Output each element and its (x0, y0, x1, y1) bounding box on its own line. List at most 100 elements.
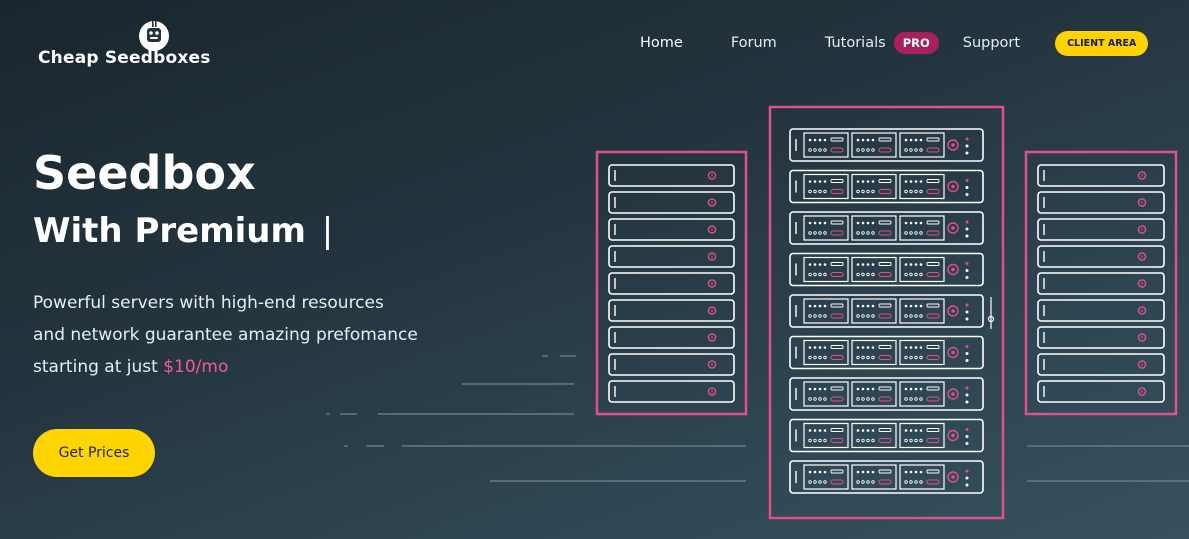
status-led (823, 189, 827, 194)
drive-bay (899, 464, 945, 490)
status-led (871, 429, 875, 432)
status-led (871, 272, 875, 277)
power-button-icon (707, 171, 717, 180)
status-led (823, 429, 827, 432)
status-led (813, 138, 817, 142)
status-led (909, 346, 913, 349)
power-button-icon (1137, 387, 1147, 396)
status-led (871, 438, 875, 443)
drive-slot (878, 469, 892, 474)
status-led (866, 148, 870, 152)
get-prices-button[interactable]: Get Prices (33, 429, 155, 477)
nav-support[interactable]: Support (962, 35, 1021, 51)
status-led (861, 272, 865, 277)
status-led (919, 355, 923, 360)
nav-home[interactable]: Home (640, 35, 683, 51)
status-led (871, 148, 875, 152)
server-unit (608, 164, 735, 187)
drive-activity (878, 272, 892, 277)
status-led (904, 180, 908, 183)
power-button-icon (707, 333, 717, 342)
status-led (965, 428, 969, 431)
status-led (965, 269, 969, 272)
speed-lines (326, 355, 1189, 482)
status-led (909, 189, 913, 194)
server-unit (1037, 245, 1165, 268)
power-button-mark (951, 433, 955, 438)
status-led (866, 355, 870, 360)
status-led (808, 272, 812, 277)
status-led (919, 387, 923, 391)
status-led (965, 469, 969, 473)
status-led (866, 438, 870, 443)
hero-subtitle: With Premium | (33, 212, 333, 250)
power-button-icon (707, 387, 717, 396)
drive-bay (803, 215, 849, 241)
pro-badge: PRO (893, 32, 939, 54)
status-led (909, 221, 913, 225)
server-unit-body (789, 294, 984, 328)
power-button-icon (947, 263, 959, 276)
status-led (919, 221, 923, 225)
status-led (965, 476, 969, 480)
nav-tutorials-label: Tutorials (824, 35, 886, 51)
status-led (904, 480, 908, 484)
status-led (909, 148, 913, 152)
server-unit (608, 353, 735, 376)
status-led (808, 304, 812, 308)
status-led (861, 355, 865, 360)
nav-forum[interactable]: Forum (730, 35, 777, 51)
power-button-icon (947, 388, 959, 400)
server-unit-body (608, 245, 735, 268)
server-unit (789, 377, 984, 411)
status-led (866, 189, 870, 194)
nav-tutorials[interactable]: Tutorials PRO (825, 32, 939, 54)
server-unit (1037, 164, 1165, 187)
status-led (861, 429, 865, 432)
drive-bay (803, 339, 849, 366)
status-led (965, 186, 969, 189)
drive-slot (878, 179, 892, 183)
status-led (866, 429, 870, 432)
hero-price: $10/mo (163, 357, 229, 377)
status-led (919, 304, 923, 308)
status-led (965, 179, 969, 182)
status-led (914, 346, 918, 349)
brand-logo[interactable]: Cheap Seedboxes (38, 18, 218, 72)
status-led (813, 480, 817, 484)
drive-activity (830, 479, 844, 485)
drive-activity (878, 313, 892, 319)
server-rack-center (768, 105, 1005, 520)
server-unit-body (789, 169, 984, 204)
status-led (909, 429, 913, 432)
status-led (871, 304, 875, 308)
status-led (808, 138, 812, 142)
status-led (909, 480, 913, 484)
server-unit-body (789, 128, 984, 162)
status-led (818, 148, 822, 152)
power-button-icon (1137, 279, 1147, 288)
status-led (871, 138, 875, 142)
server-unit-body (789, 460, 984, 494)
status-led (866, 231, 870, 235)
drive-slot (878, 220, 892, 225)
status-led (904, 387, 908, 391)
status-led (909, 138, 913, 142)
status-led (871, 180, 875, 183)
status-led (904, 231, 908, 235)
server-rack-right (1024, 150, 1178, 416)
status-led (856, 314, 860, 318)
drive-bay (899, 132, 945, 158)
status-led (914, 314, 918, 318)
status-led (965, 151, 969, 155)
server-unit-body (789, 418, 984, 453)
server-unit (608, 326, 735, 349)
server-unit-body (1037, 272, 1165, 295)
status-led (904, 148, 908, 152)
status-led (914, 397, 918, 401)
server-unit-body (608, 380, 735, 403)
status-led (813, 180, 817, 183)
drive-slot (926, 345, 940, 349)
client-area-button[interactable]: CLIENT AREA (1055, 30, 1149, 56)
status-led (818, 314, 822, 318)
